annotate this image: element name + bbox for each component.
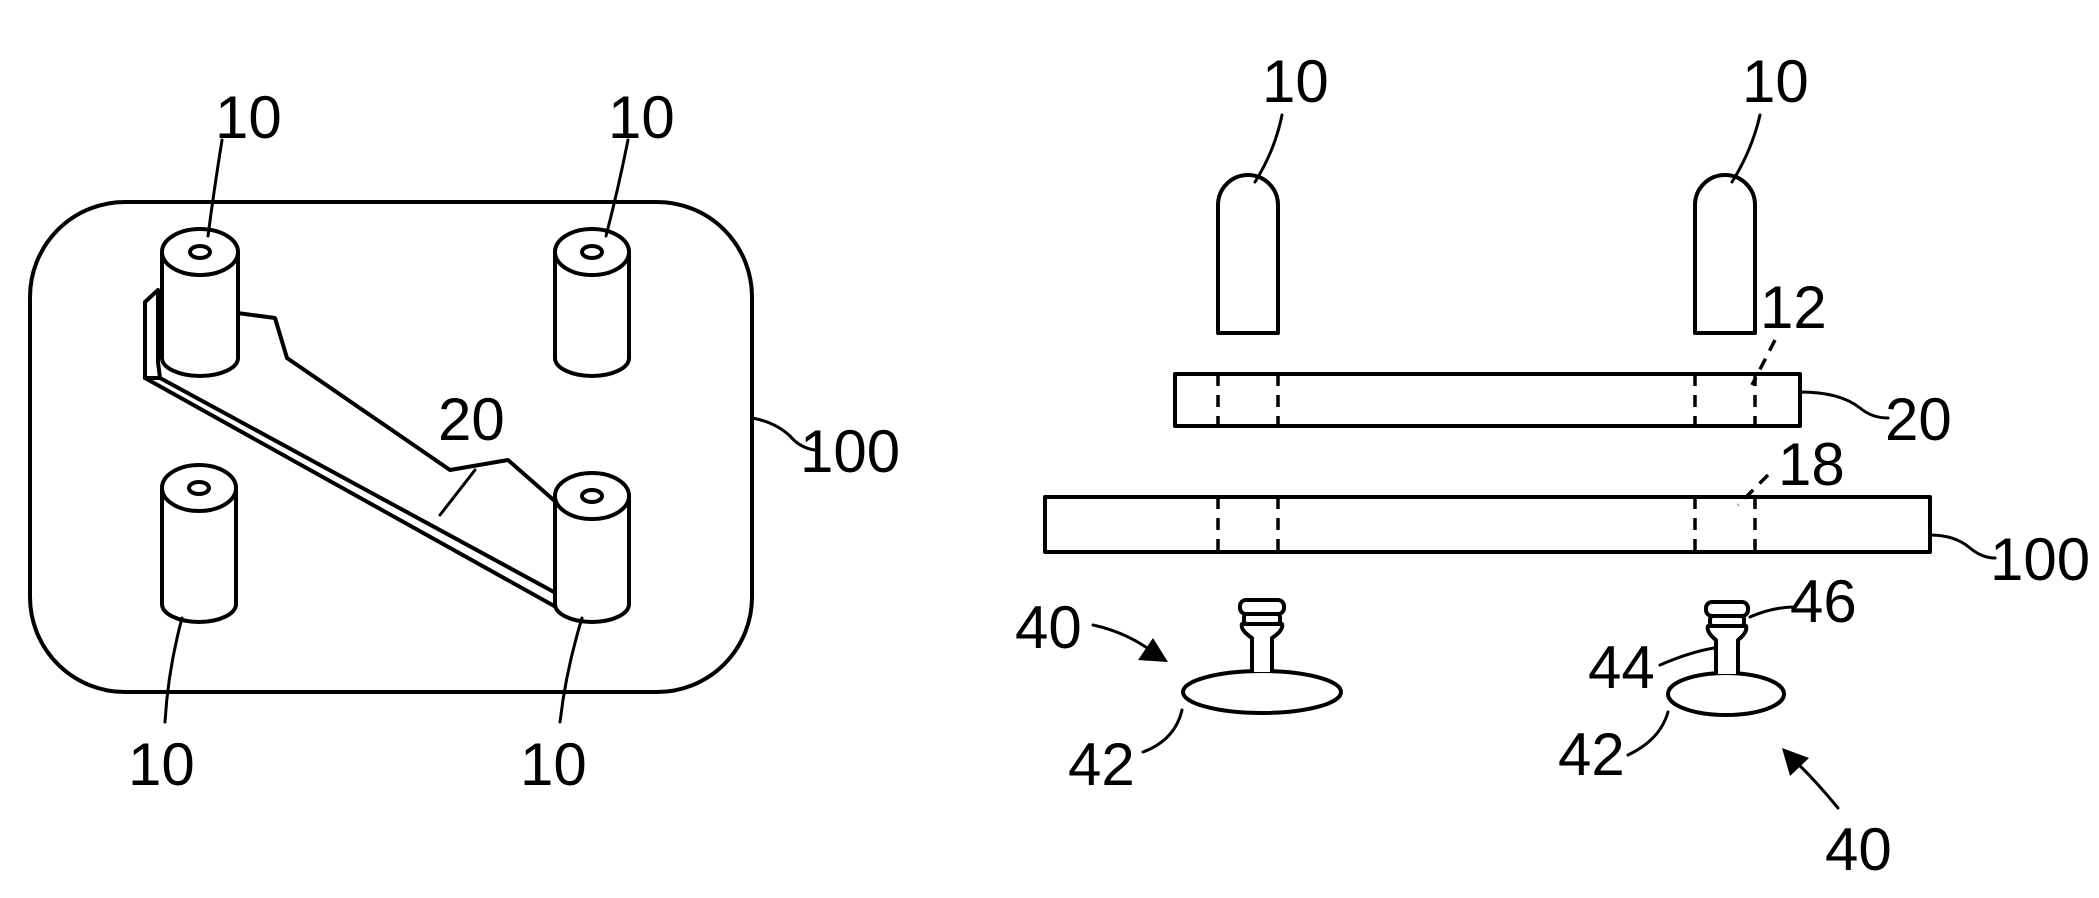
label-pin-left: 10 xyxy=(1262,48,1329,115)
leader-flex-circuit xyxy=(1800,392,1888,418)
label-shaft: 44 xyxy=(1588,634,1655,701)
board-outline xyxy=(30,202,752,692)
fastener-right xyxy=(1668,602,1784,715)
pin-top-left xyxy=(162,229,238,376)
label-base-left: 42 xyxy=(1068,731,1135,798)
leader-board-right xyxy=(1930,535,1995,558)
arrowhead-fastener-left xyxy=(1138,638,1168,662)
leader-pin-bottom-left xyxy=(165,618,182,722)
label-pin-bottom-right: 10 xyxy=(520,731,587,798)
leader-pin-top-right xyxy=(606,140,628,236)
label-hole-board: 18 xyxy=(1778,431,1845,498)
leader-shaft xyxy=(1660,648,1714,665)
label-cap: 46 xyxy=(1790,568,1857,635)
leader-pin-top-left xyxy=(208,140,222,236)
leader-base-right xyxy=(1628,712,1668,755)
right-view: 10 10 12 20 18 100 40 42 46 44 42 40 xyxy=(1015,48,2090,883)
pin-right-side xyxy=(1695,175,1755,333)
pin-left-side xyxy=(1218,175,1278,333)
label-fastener-right: 40 xyxy=(1825,816,1892,883)
leader-pin-right xyxy=(1732,115,1760,182)
label-base-right: 42 xyxy=(1558,721,1625,788)
flex-circuit-side xyxy=(1175,374,1800,426)
board-side xyxy=(1045,497,1930,552)
leader-cap xyxy=(1750,607,1792,617)
fastener-left xyxy=(1183,600,1341,713)
pin-bottom-right xyxy=(555,473,629,622)
pin-top-right xyxy=(555,229,629,376)
label-hole-circuit: 12 xyxy=(1760,274,1827,341)
label-pin-top-right: 10 xyxy=(608,84,675,151)
label-fastener-left: 40 xyxy=(1015,594,1082,661)
label-pin-top-left: 10 xyxy=(215,84,282,151)
label-flex-circuit: 20 xyxy=(438,386,505,453)
leader-pin-bottom-right xyxy=(560,618,582,722)
leader-pin-left xyxy=(1255,115,1282,182)
arrow-fastener-left xyxy=(1093,625,1150,650)
pin-bottom-left xyxy=(162,465,236,622)
leader-base-left xyxy=(1143,710,1182,752)
label-board-side: 100 xyxy=(1990,526,2090,593)
label-flex-circuit-side: 20 xyxy=(1885,386,1952,453)
arrow-fastener-right xyxy=(1796,762,1838,808)
label-pin-right: 10 xyxy=(1742,48,1809,115)
left-view: 10 10 20 100 10 10 xyxy=(30,84,900,798)
label-board: 100 xyxy=(800,418,900,485)
label-pin-bottom-left: 10 xyxy=(128,731,195,798)
